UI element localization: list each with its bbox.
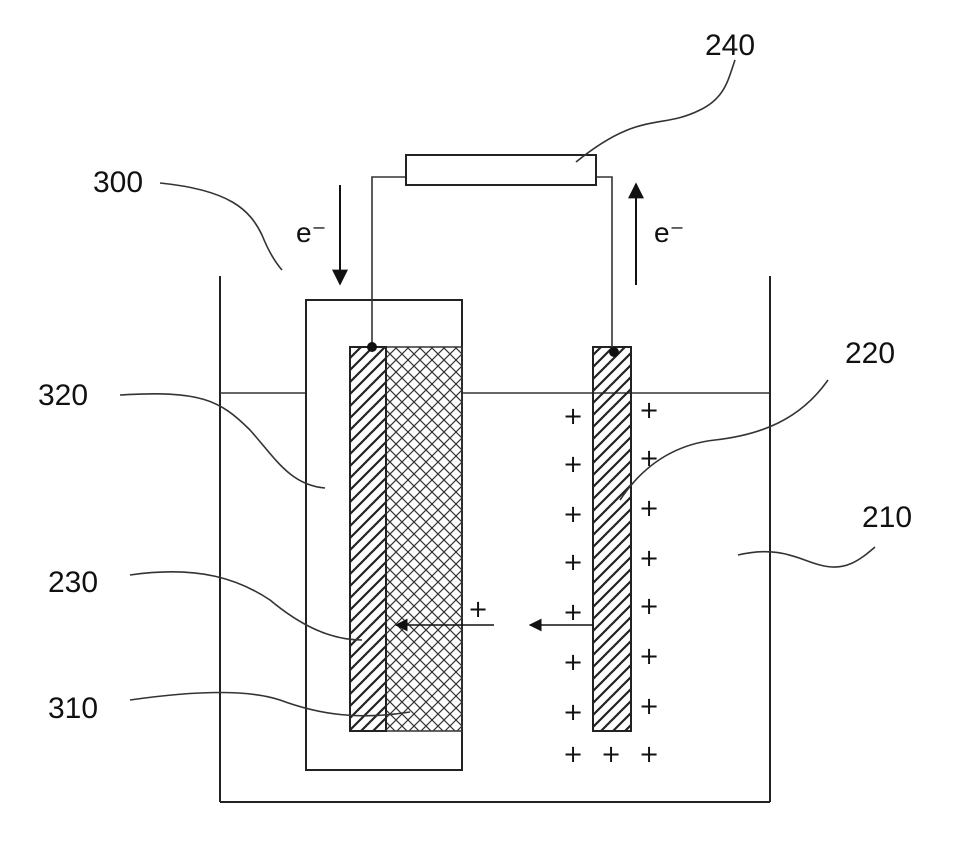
tank	[220, 276, 770, 802]
label-220: 220	[845, 337, 895, 370]
ion-plus: +	[639, 740, 659, 768]
label-230: 230	[48, 566, 98, 599]
ion-plus: +	[639, 592, 659, 620]
terminal-dot-left	[367, 342, 377, 352]
ion-plus: +	[563, 648, 583, 676]
label-310: 310	[48, 692, 98, 725]
electrode-230	[350, 347, 386, 731]
label-320: 320	[38, 379, 88, 412]
ion-plus: +	[639, 396, 659, 424]
ion-plus: +	[563, 402, 583, 430]
ion-plus: +	[639, 494, 659, 522]
ion-plus: +	[639, 544, 659, 572]
electron-label-right: e⁻	[654, 217, 684, 248]
terminal-dot-right	[609, 347, 619, 357]
label-210: 210	[862, 501, 912, 534]
ion-plus: +	[563, 500, 583, 528]
ion-plus: +	[563, 740, 583, 768]
electron-label-left: e⁻	[296, 217, 326, 248]
ion-plus: +	[639, 642, 659, 670]
electrode-220	[593, 347, 631, 731]
ion-plus: +	[563, 698, 583, 726]
ion-plus: +	[563, 598, 583, 626]
ion-plus: +	[563, 548, 583, 576]
ion-plus: +	[601, 740, 621, 768]
label-300: 300	[93, 166, 143, 199]
migrating-ion: +	[468, 595, 488, 623]
load-240	[406, 155, 596, 185]
membrane-310	[386, 347, 462, 731]
ion-plus: +	[639, 692, 659, 720]
ion-plus: +	[563, 450, 583, 478]
label-240: 240	[705, 29, 755, 62]
